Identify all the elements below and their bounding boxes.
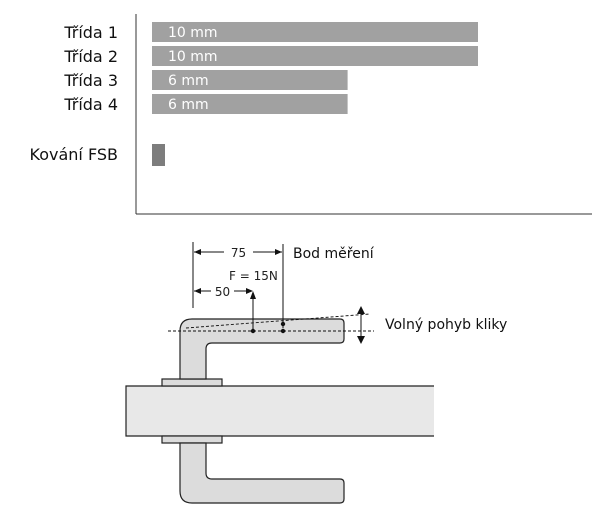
free-play-label: Volný pohyb kliky <box>385 317 507 333</box>
dim-50-arrow-right <box>246 288 253 294</box>
force-arrow <box>250 291 256 299</box>
door-handle-diagram: 75 50 F = 15N Bod měření Volný pohyb kli… <box>125 242 507 504</box>
bar-data-label: 6 mm <box>168 97 209 113</box>
door-leaf <box>125 385 434 437</box>
dim-50-label: 50 <box>215 285 230 299</box>
free-play-line <box>185 313 371 329</box>
category-label: Kování FSB <box>30 145 118 164</box>
dim-50-arrow-left <box>194 288 201 294</box>
bar-chart: Třída 1 10 mm Třída 2 10 mm Třída 3 6 mm Třída… <box>30 14 592 215</box>
bar-data-label: 10 mm <box>168 49 218 65</box>
free-play-arrow-up <box>357 306 365 314</box>
rosette-bottom <box>161 435 223 444</box>
category-label: Třída 2 <box>63 47 118 66</box>
handle-lower <box>179 442 345 504</box>
bar <box>152 94 348 114</box>
category-label: Třída 3 <box>63 71 118 90</box>
dim-75-arrow-right <box>275 249 282 255</box>
category-label: Třída 1 <box>63 23 118 42</box>
bar <box>152 70 348 90</box>
bar-data-label: 10 mm <box>168 25 218 41</box>
force-label: F = 15N <box>229 269 278 283</box>
dim-75-label: 75 <box>231 246 246 260</box>
dim-75-arrow-left <box>194 249 201 255</box>
category-label: Třída 4 <box>63 95 118 114</box>
measure-point-upper <box>280 321 286 327</box>
bar <box>152 46 478 66</box>
force-point <box>250 328 256 334</box>
free-play-arrow-down <box>357 336 365 344</box>
rosette-top <box>161 378 223 387</box>
bar <box>152 22 478 42</box>
measure-point-label: Bod měření <box>293 246 375 262</box>
measure-point-lower <box>280 328 286 334</box>
bar-data-label: 6 mm <box>168 73 209 89</box>
handle-upper <box>179 318 345 380</box>
bar <box>152 144 165 166</box>
